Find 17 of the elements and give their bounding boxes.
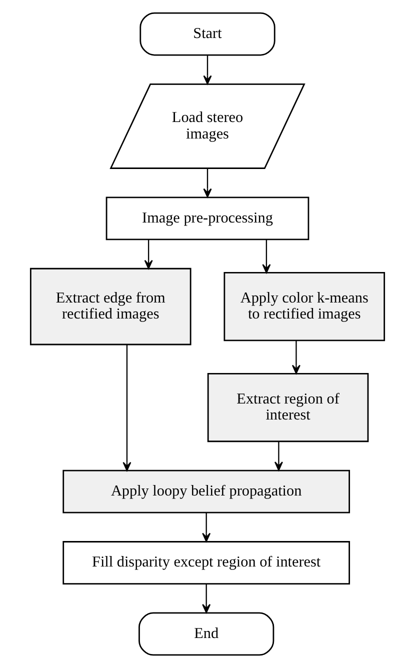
arrow (202, 512, 211, 542)
arrow (144, 240, 153, 270)
node-box: Apply color k-means to rectified images (224, 272, 386, 342)
arrow (203, 168, 212, 198)
arrow (203, 55, 212, 84)
node-box: Extract region of interest (207, 372, 369, 442)
node-box: Extract edge from rectified images (30, 268, 192, 346)
arrow (202, 584, 211, 614)
node-box: Apply loopy belief propagation (62, 470, 350, 514)
arrow (262, 240, 271, 274)
arrow (274, 442, 283, 471)
arrow (122, 344, 132, 472)
arrow (292, 340, 300, 374)
node-box: Image pre-processing (106, 196, 310, 240)
node-box: End (138, 612, 274, 656)
node-box: Start (140, 12, 276, 56)
node-box: Fill disparity except region of interest (62, 541, 350, 584)
